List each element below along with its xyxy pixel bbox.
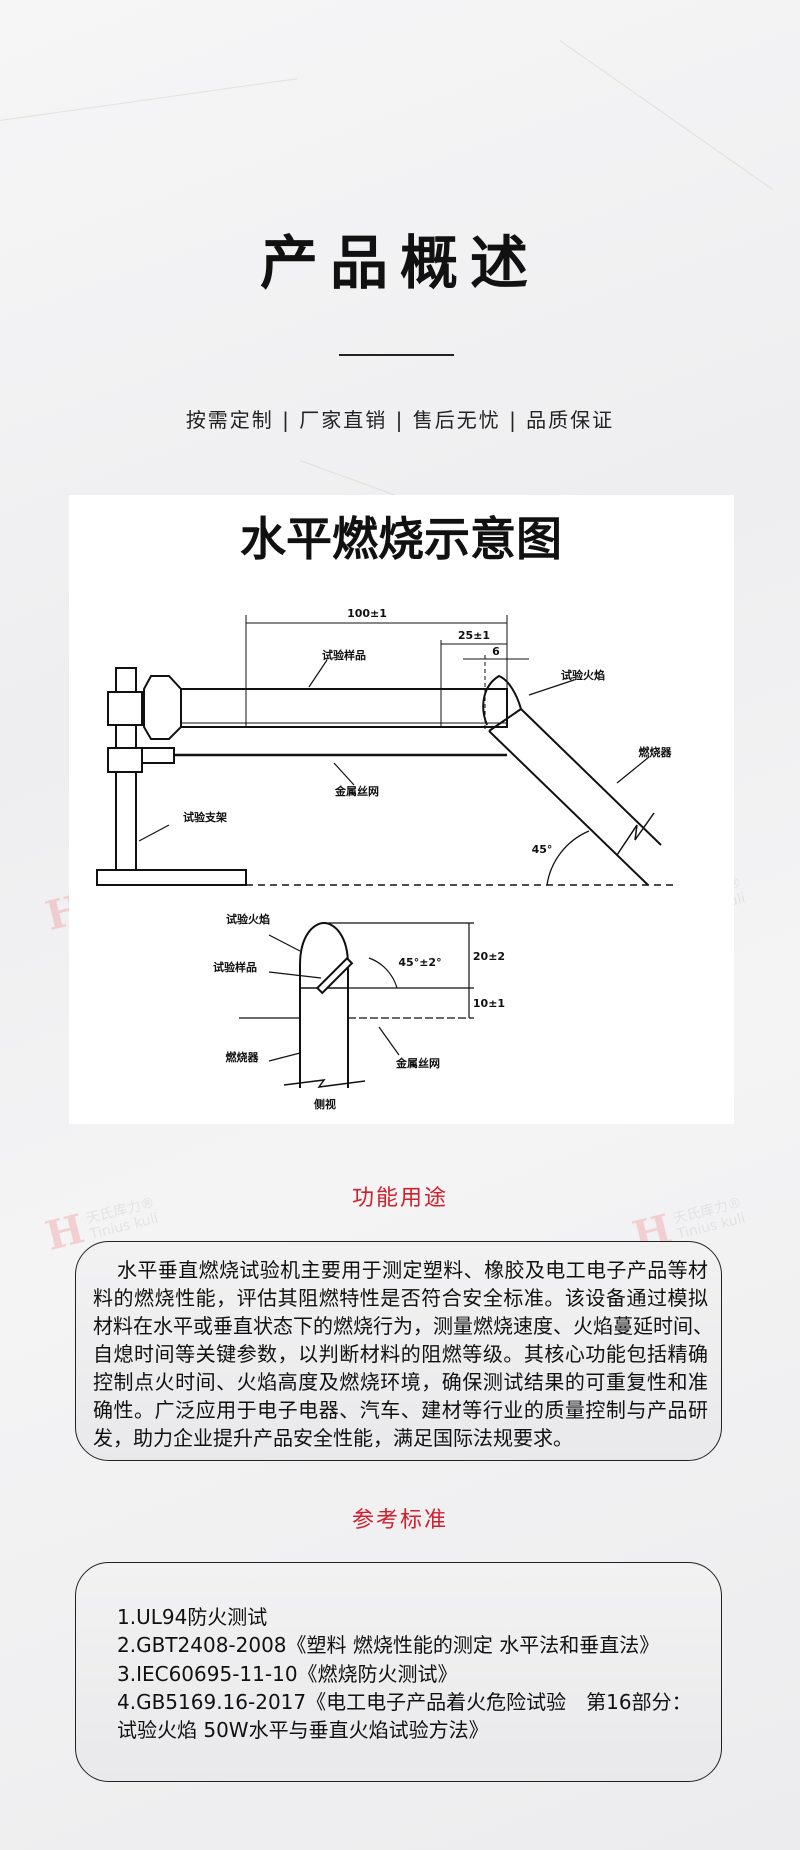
marble-vein — [0, 78, 298, 121]
label-sample: 试验样品 — [322, 648, 366, 662]
function-box: 水平垂直燃烧试验机主要用于测定塑料、橡胶及电工电子产品等材 料的燃烧性能，评估其… — [75, 1241, 722, 1461]
label-side-mesh: 金属丝网 — [395, 1056, 440, 1070]
description-line: 材料在水平或垂直状态下的燃烧行为，测量燃烧速度、火焰蔓延时间、 — [93, 1314, 708, 1338]
label-mesh: 金属丝网 — [334, 784, 379, 798]
description-line: 控制点火时间、火焰高度及燃烧环境，确保测试结果的可重复性和准 — [93, 1370, 708, 1394]
side-flame-burner — [299, 921, 349, 1088]
stand-base — [96, 869, 247, 886]
label-dim-100: 100±1 — [347, 607, 387, 620]
sample-bar — [180, 688, 508, 728]
diagram-drawing: 水平燃烧示意图 100±1 25±1 6 试验样品 试验火焰 燃烧器 金属丝网 … — [96, 512, 674, 1111]
flame-outline — [482, 674, 522, 726]
description-line: 自熄时间等关键参数，以判断材料的阻燃等级。其核心功能包括精确 — [93, 1342, 708, 1366]
standard-item: 4.GB5169.16-2017《电工电子产品着火危险试验 第16部分： — [117, 1689, 692, 1714]
standards-heading: 参考标准 — [351, 1508, 448, 1533]
angle-arc — [546, 830, 590, 886]
label-dim-25: 25±1 — [458, 629, 490, 642]
standard-item: 试验火焰 50W水平与垂直火焰试验方法》 — [117, 1718, 489, 1743]
standard-item: 3.IEC60695-11-10《燃烧防火测试》 — [117, 1661, 458, 1686]
standards-list: 1.UL94防火测试 2.GBT2408-2008《塑料 燃烧性能的测定 水平法… — [117, 1603, 692, 1744]
label-burner: 燃烧器 — [638, 745, 673, 759]
title-divider — [339, 354, 454, 356]
label-side-angle: 45°±2° — [398, 956, 441, 969]
label-side-sample: 试验样品 — [213, 960, 257, 974]
standard-item: 1.UL94防火测试 — [117, 1605, 268, 1629]
description-line: 料的燃烧性能，评估其阻燃特性是否符合安全标准。该设备通过模拟 — [93, 1286, 708, 1310]
burner-edge — [520, 708, 662, 846]
standard-item: 2.GBT2408-2008《塑料 燃烧性能的测定 水平法和垂直法》 — [117, 1633, 660, 1658]
page-subtitle: 按需定制 | 厂家直销 | 售后无忧 | 品质保证 — [185, 408, 615, 432]
label-dim-6: 6 — [492, 645, 500, 658]
marble-vein — [559, 40, 773, 190]
stand-clamp-upper — [107, 691, 143, 726]
horizontal-burning-diagram: 水平燃烧示意图 100±1 25±1 6 试验样品 试验火焰 燃烧器 金属丝网 … — [69, 495, 734, 1124]
label-stand: 试验支架 — [183, 810, 227, 824]
label-dim-20: 20±2 — [473, 950, 505, 963]
description-line: 确性。广泛应用于电子电器、汽车、建材等行业的质量控制与产品研 — [93, 1398, 708, 1422]
sample-clamp — [143, 675, 182, 740]
diagram-title: 水平燃烧示意图 — [240, 512, 562, 566]
side-sample — [315, 956, 354, 995]
page-title: 产品概述 — [259, 229, 540, 297]
label-side-burner: 燃烧器 — [225, 1050, 260, 1064]
burner-edge — [488, 730, 649, 886]
label-side-view: 侧视 — [314, 1097, 336, 1111]
function-description: 水平垂直燃烧试验机主要用于测定塑料、橡胶及电工电子产品等材 料的燃烧性能，评估其… — [93, 1256, 708, 1452]
description-line: 发，助力企业提升产品安全性能，满足国际法规要求。 — [93, 1426, 573, 1450]
function-heading: 功能用途 — [351, 1186, 448, 1211]
description-line: 水平垂直燃烧试验机主要用于测定塑料、橡胶及电工电子产品等材 — [117, 1258, 708, 1282]
stand-clamp-lower — [107, 747, 143, 773]
label-flame: 试验火焰 — [561, 668, 605, 682]
standards-box: 1.UL94防火测试 2.GBT2408-2008《塑料 燃烧性能的测定 水平法… — [75, 1562, 722, 1782]
label-dim-10: 10±1 — [473, 997, 505, 1010]
mesh-arm — [141, 747, 175, 764]
label-side-flame: 试验火焰 — [226, 912, 270, 926]
label-angle-45: 45° — [532, 843, 553, 856]
